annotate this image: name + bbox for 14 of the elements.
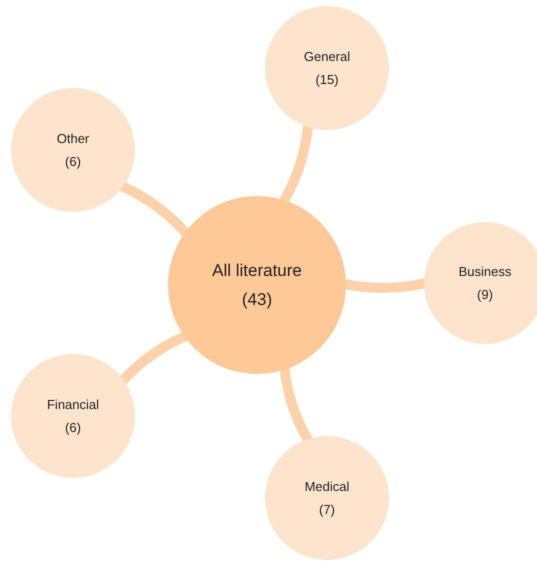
topic-label: Business xyxy=(458,262,512,280)
count-label: (6) xyxy=(65,153,81,171)
topic-label: Financial xyxy=(46,396,100,414)
count-label: (6) xyxy=(65,419,81,437)
count-label: (7) xyxy=(319,501,335,519)
topic-label: General xyxy=(304,48,350,66)
count-label: (43) xyxy=(242,289,272,311)
topic-label: Other xyxy=(56,130,90,148)
count-label: (9) xyxy=(477,286,493,304)
count-label: (15) xyxy=(315,71,339,89)
topic-label: Medical xyxy=(304,478,350,496)
branch-connector xyxy=(118,182,190,238)
branch-connector xyxy=(118,332,190,386)
topic-label: All literature xyxy=(212,260,302,282)
